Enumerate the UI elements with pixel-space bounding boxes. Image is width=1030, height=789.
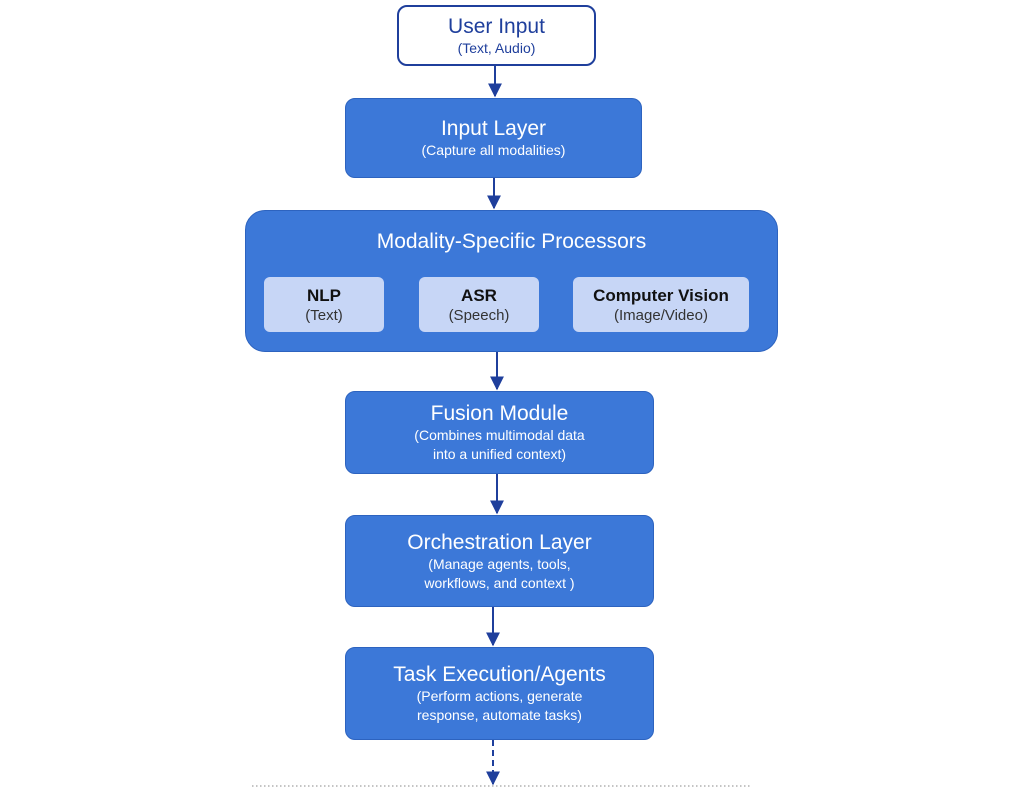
user-input-title: User Input (448, 14, 545, 38)
processor-cv-title: Computer Vision (593, 285, 729, 305)
orchestration-layer-node: Orchestration Layer (Manage agents, tool… (345, 515, 654, 607)
user-input-subtitle: (Text, Audio) (457, 39, 536, 56)
processor-nlp-title: NLP (307, 285, 341, 305)
processor-cv-subtitle: (Image/Video) (614, 306, 708, 324)
input-layer-subtitle: (Capture all modalities) (421, 142, 566, 158)
processor-computer-vision: Computer Vision (Image/Video) (573, 277, 749, 332)
processor-nlp: NLP (Text) (264, 277, 384, 332)
processors-title: Modality-Specific Processors (376, 230, 647, 253)
task-execution-title: Task Execution/Agents (393, 663, 606, 686)
task-execution-subtitle: (Perform actions, generate response, aut… (416, 688, 583, 723)
orchestration-layer-title: Orchestration Layer (407, 530, 592, 554)
fusion-module-title: Fusion Module (430, 402, 569, 425)
processor-nlp-subtitle: (Text) (305, 306, 343, 324)
processor-asr: ASR (Speech) (419, 277, 539, 332)
processor-asr-subtitle: (Speech) (448, 306, 510, 324)
task-execution-node: Task Execution/Agents (Perform actions, … (345, 647, 654, 740)
orchestration-layer-subtitle: (Manage agents, tools, workflows, and co… (424, 555, 575, 591)
fusion-module-subtitle: (Combines multimodal data into a unified… (414, 427, 585, 462)
input-layer-title: Input Layer (440, 117, 547, 140)
processor-asr-title: ASR (461, 285, 497, 305)
user-input-node: User Input (Text, Audio) (397, 5, 596, 66)
input-layer-node: Input Layer (Capture all modalities) (345, 98, 642, 178)
fusion-module-node: Fusion Module (Combines multimodal data … (345, 391, 654, 474)
